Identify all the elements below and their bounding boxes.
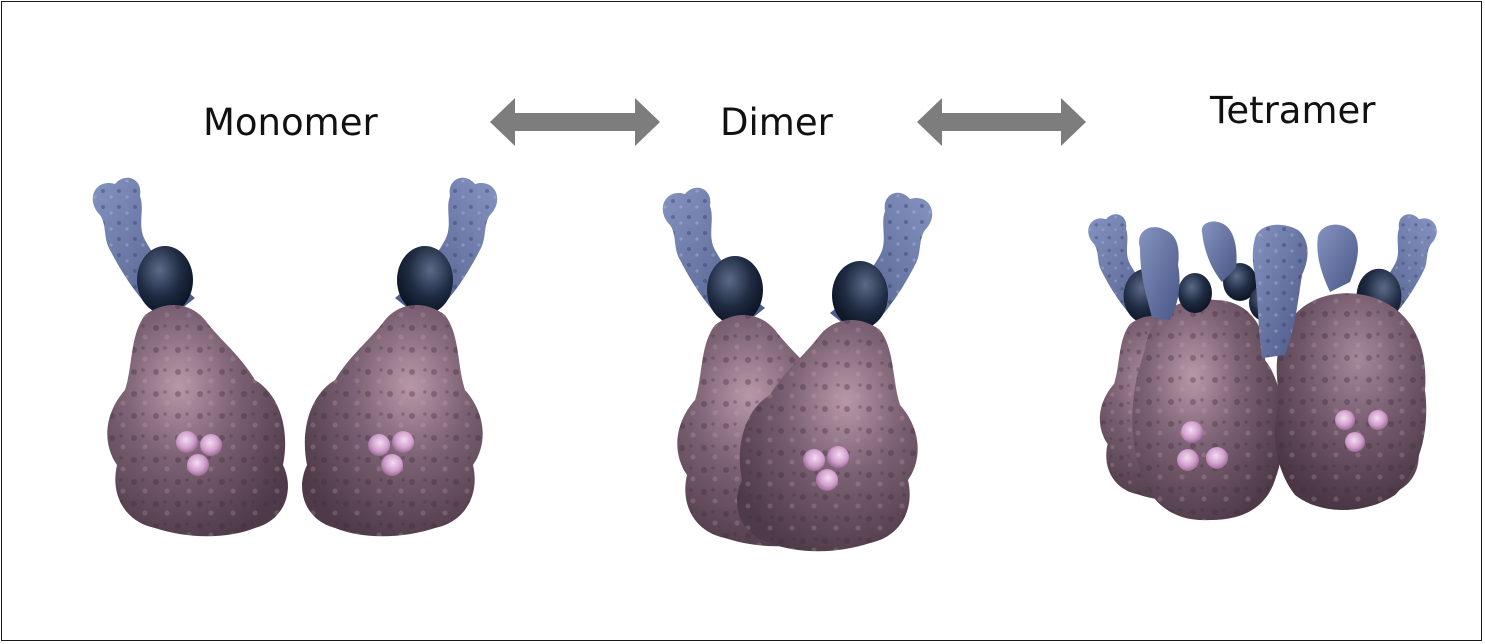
monomer-dimer-arrow [490, 98, 660, 146]
monomer-subunit-right [302, 178, 497, 537]
dimer-tetramer-arrow [917, 98, 1086, 146]
monomer-subunit-left [93, 178, 288, 537]
tetramer-assembly [1088, 214, 1437, 520]
